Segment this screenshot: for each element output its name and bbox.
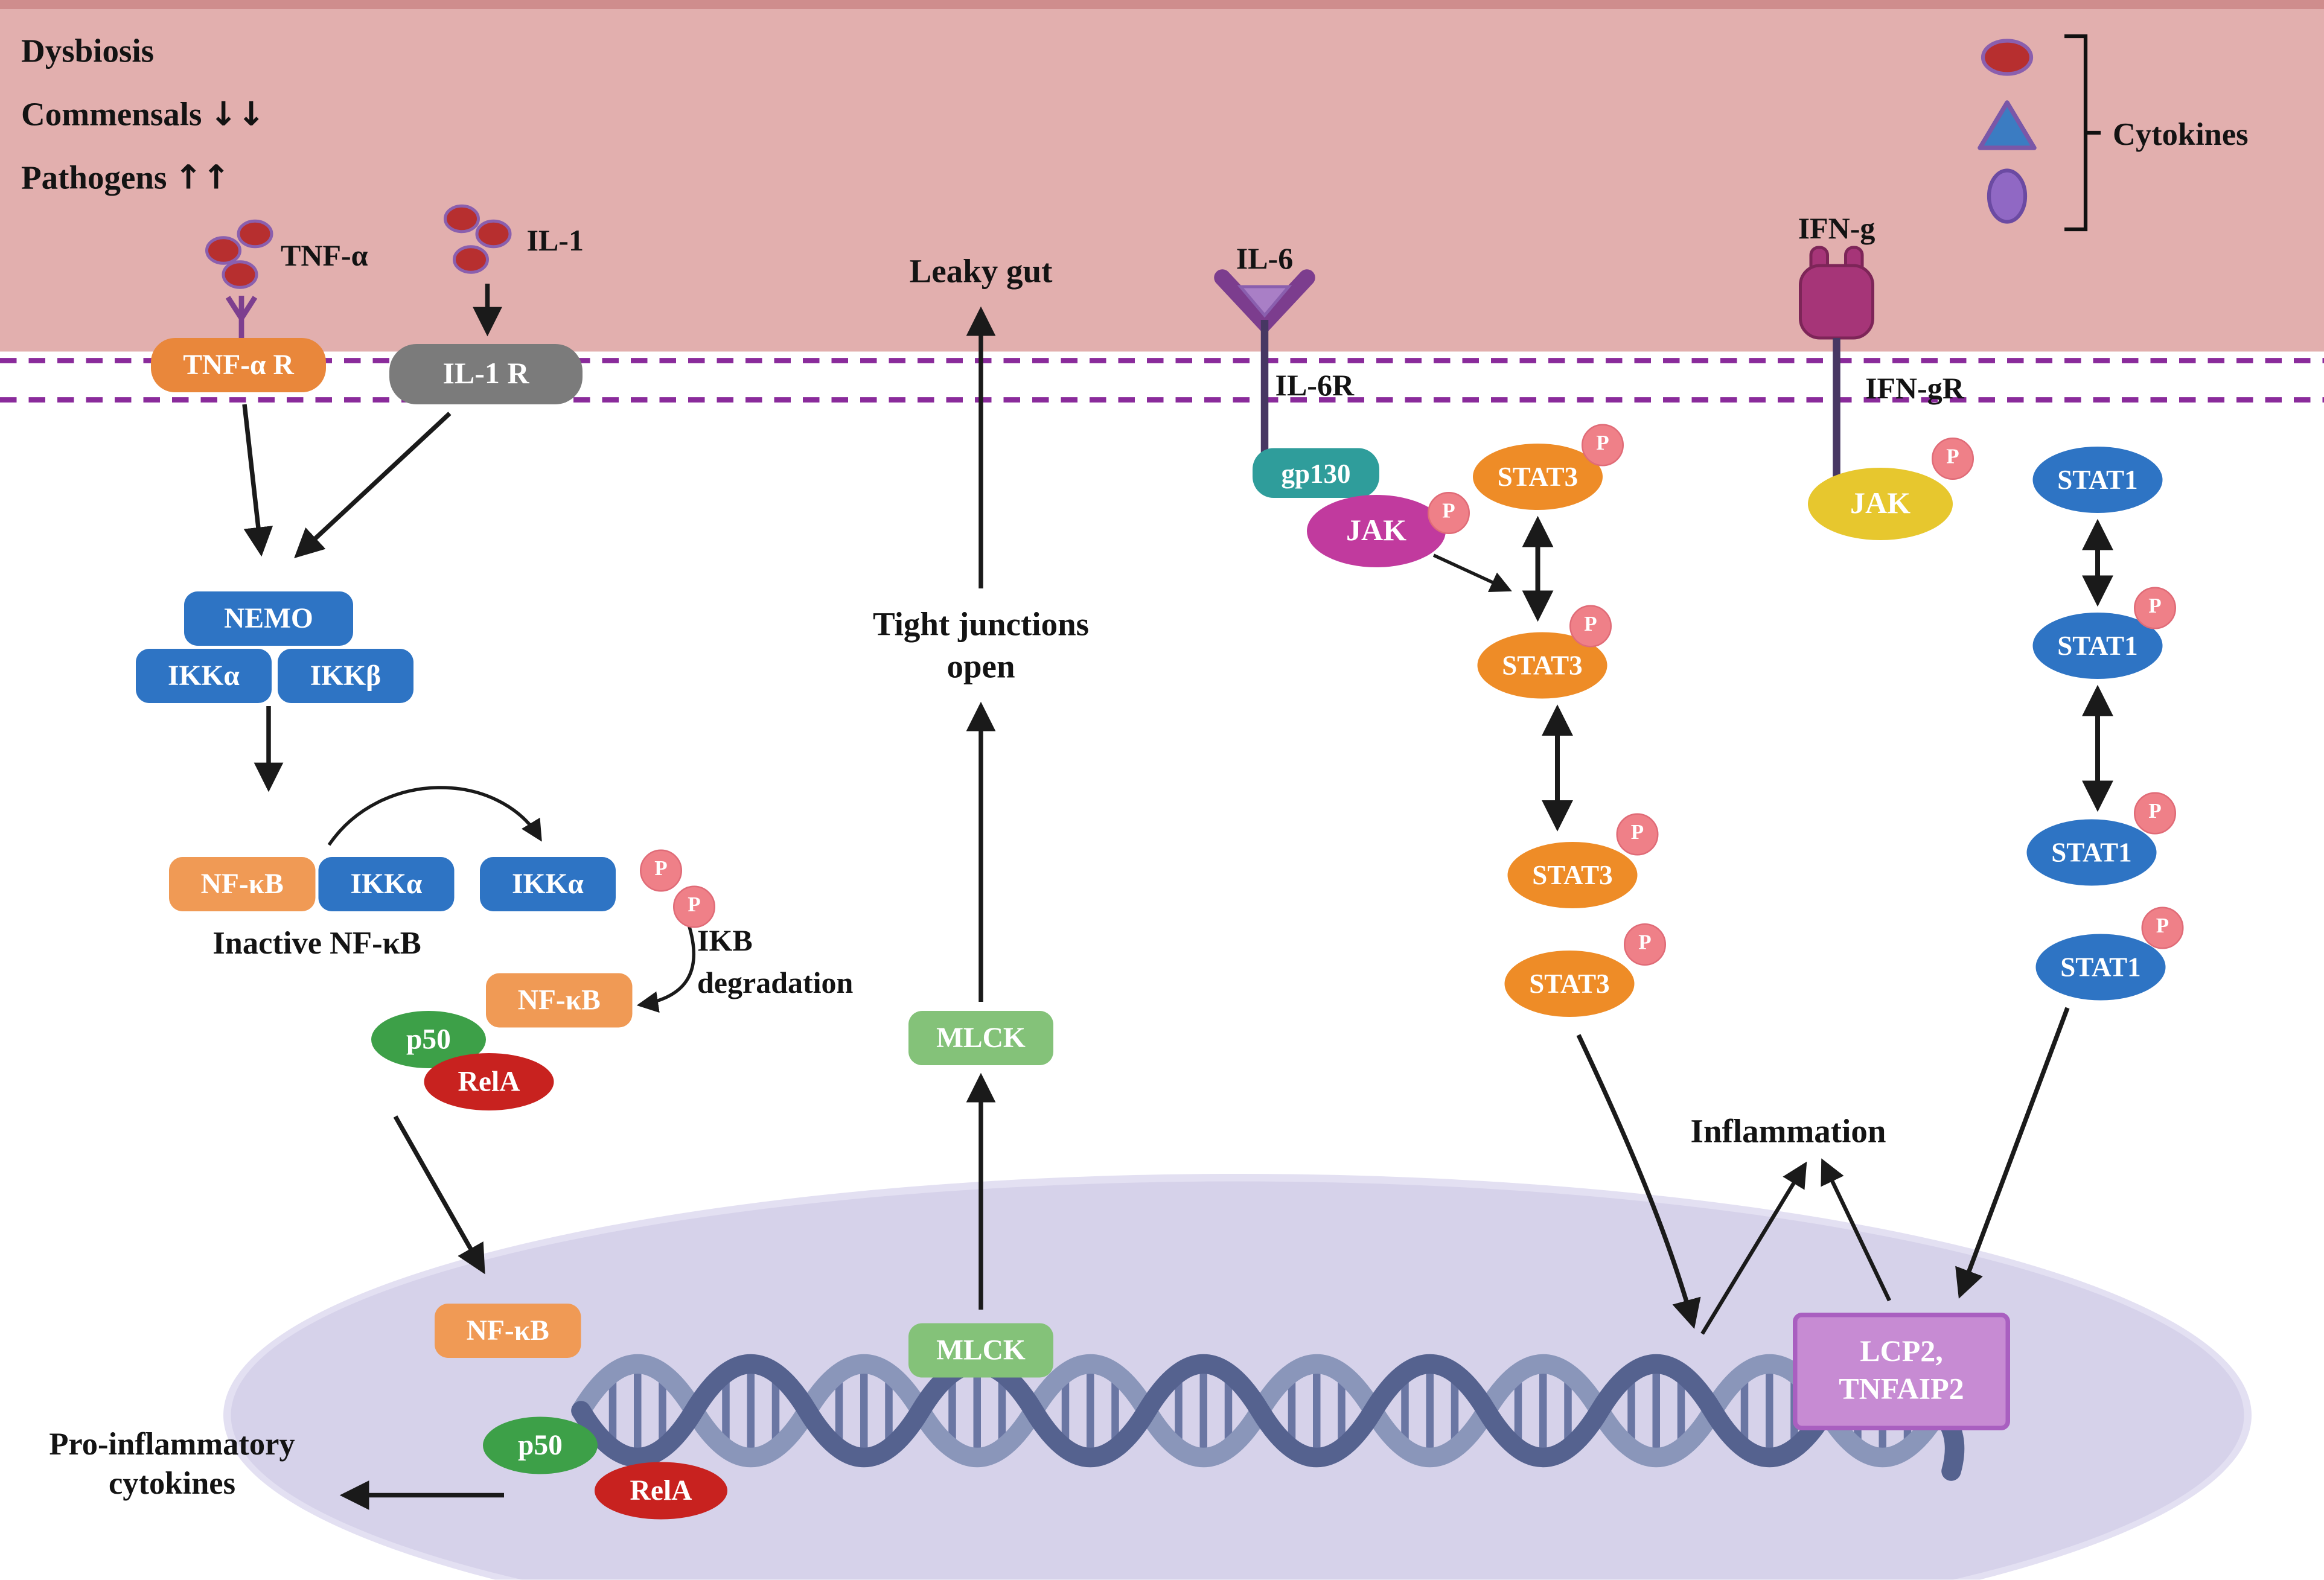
phospho-badge-ikka-1: P — [640, 849, 682, 892]
tnf-cytokine-dots — [205, 219, 273, 289]
tight-junctions-line1: Tight junctions — [872, 605, 1090, 643]
dna-helix — [571, 1354, 1965, 1481]
il6r-label: IL-6R — [1275, 369, 1355, 403]
dna-strand — [571, 1354, 1949, 1468]
leaky-gut-label: Leaky gut — [909, 252, 1053, 290]
stat3-ellipse-4: STAT3 — [1504, 951, 1635, 1017]
jak-il6-ellipse: JAK — [1307, 495, 1446, 567]
arrow-il1r-to-ikk — [294, 412, 452, 558]
phospho-badge-stat1-2: P — [2134, 587, 2176, 629]
pathogens-label: Pathogens↑↑ — [21, 157, 230, 200]
inactive-nfkb-label: Inactive NF-κB — [212, 925, 421, 961]
phospho-badge-stat1-3: P — [2134, 792, 2176, 835]
ikka-box-bound: IKKα — [318, 857, 455, 911]
legend-cytokine-red-icon — [1981, 39, 2034, 76]
p50-ellipse: p50 — [371, 1011, 486, 1068]
dysbiosis-text: Dysbiosis — [21, 31, 155, 70]
mlck-nuclear-box: MLCK — [908, 1323, 1053, 1378]
commensals-text: Commensals — [21, 95, 202, 133]
arrow-nfkb-to-nucleus — [393, 1115, 485, 1275]
arrow-tnfr-to-ikk — [242, 404, 273, 557]
il6-ligand-triangle — [1237, 285, 1292, 318]
arrow-ikb-degradation — [636, 914, 696, 1013]
ikka-box-released: IKKα — [480, 857, 616, 911]
arrow-nfkb-release — [327, 786, 542, 846]
ikkb-box: IKKβ — [278, 649, 413, 703]
up-arrows-icon: ↑↑ — [174, 160, 231, 198]
p50-nuclear-ellipse: p50 — [483, 1416, 598, 1474]
ikka-box-complex: IKKα — [136, 649, 272, 703]
stat1-ellipse-4: STAT1 — [2035, 934, 2166, 1001]
il1-receptor-box: IL-1 R — [389, 344, 583, 404]
commensals-label: Commensals↓↓ — [21, 94, 265, 136]
phospho-badge-stat3-2: P — [1569, 605, 1612, 648]
nfkb-inactive-box: NF-κB — [169, 857, 316, 911]
down-arrows-icon: ↓↓ — [209, 97, 266, 135]
jak-ifng-ellipse: JAK — [1808, 468, 1953, 540]
lcp2-line2: TNFAIP2 — [1839, 1373, 1964, 1406]
il6-label: IL-6 — [1236, 243, 1294, 276]
pro-inflammatory-line2: cytokines — [109, 1465, 235, 1502]
stat1-ellipse-3: STAT1 — [2026, 819, 2157, 886]
legend-cytokine-blue-triangle-icon — [1978, 100, 2037, 150]
ifngr-label: IFN-gR — [1865, 372, 1964, 406]
extracellular-region — [0, 0, 2324, 352]
pro-inflammatory-line1: Pro-inflammatory — [49, 1426, 295, 1462]
tight-junctions-line2: open — [947, 646, 1015, 684]
il1-label: IL-1 — [526, 225, 584, 258]
arrow-jak-to-stat3 — [1432, 553, 1512, 593]
tnf-receptor-box: TNF-α R — [151, 338, 326, 392]
nfkb-active-box: NF-κB — [486, 973, 633, 1028]
gp130-box: gp130 — [1253, 448, 1379, 498]
phospho-badge-stat1-4: P — [2141, 906, 2184, 949]
legend-cytokine-purple-icon — [1987, 168, 2028, 224]
pro-inflammatory-label: Pro-inflammatory cytokines — [3, 1424, 341, 1503]
phospho-badge-stat3-4: P — [1624, 923, 1666, 966]
tight-junctions-label: Tight junctions open — [815, 604, 1147, 687]
stat1-ellipse-1: STAT1 — [2032, 447, 2163, 513]
stat3-ellipse-3: STAT3 — [1507, 842, 1638, 908]
phospho-badge-jak-ifng: P — [1932, 438, 1974, 480]
il1-cytokine-dots — [444, 204, 512, 274]
lcp2-line1: LCP2, — [1860, 1335, 1943, 1369]
phospho-badge-stat3-1: P — [1582, 424, 1624, 467]
phospho-badge-jak-il6: P — [1428, 492, 1470, 534]
rela-ellipse: RelA — [424, 1053, 554, 1110]
arrow-dna-to-inflammation — [1700, 1161, 1807, 1335]
cytokines-legend-label: Cytokines — [2113, 116, 2249, 153]
tnf-label: TNF-α — [281, 240, 368, 273]
arrow-stat3-to-dna — [1576, 1034, 1701, 1330]
stat3-ellipse-2: STAT3 — [1477, 632, 1607, 699]
dysbiosis-label: Dysbiosis — [21, 30, 154, 72]
figure-top-border — [0, 0, 2324, 9]
ifng-label: IFN-g — [1798, 212, 1875, 246]
mlck-box: MLCK — [908, 1011, 1053, 1065]
arrow-lcp2-to-inflammation — [1821, 1158, 1891, 1302]
stat3-ellipse-1: STAT3 — [1473, 444, 1603, 510]
ikb-degradation-label-line2: degradation — [697, 967, 854, 1001]
rela-nuclear-ellipse: RelA — [595, 1462, 727, 1520]
nfkb-nuclear-box: NF-κB — [435, 1304, 581, 1358]
lcp2-tnfaip2-box: LCP2, TNFAIP2 — [1793, 1313, 2010, 1430]
nemo-box: NEMO — [184, 591, 353, 646]
ikb-degradation-label-line1: IKB — [697, 925, 753, 958]
inflammation-label: Inflammation — [1690, 1112, 1886, 1150]
tnf-receptor-stem — [225, 296, 258, 344]
pathogens-text: Pathogens — [21, 158, 167, 197]
arrow-stat1-to-lcp2 — [1955, 1007, 2070, 1299]
phospho-badge-ikka-2: P — [673, 885, 715, 928]
ifng-receptor — [1799, 246, 1874, 340]
legend-bracket — [2064, 34, 2101, 232]
phospho-badge-stat3-3: P — [1616, 813, 1659, 856]
